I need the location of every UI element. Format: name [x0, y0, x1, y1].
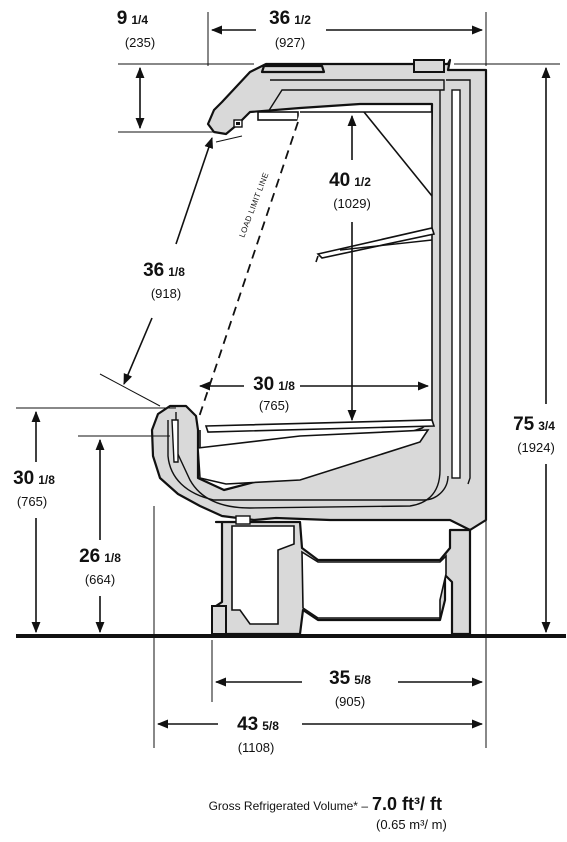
dim-opening-frac: 1/8: [168, 265, 185, 279]
dim-front-height-frac: 1/8: [38, 473, 55, 487]
front-bumper-inner: [167, 420, 449, 501]
rear-duct: [446, 79, 471, 485]
dim-overall-depth-metric: (1108): [238, 740, 275, 755]
dim-base-depth-metric: (905): [335, 694, 365, 709]
dim-opening-line-lower: [123, 317, 153, 386]
svg-text:401/2: 40 1/2: [329, 170, 371, 191]
svg-text:301/8: 30 1/8: [253, 374, 295, 395]
dim-deck-height-frac: 1/8: [104, 551, 121, 565]
dim-overall-depth-whole: 43: [237, 714, 258, 735]
dim-deck-depth-frac: 1/8: [278, 379, 295, 393]
svg-text:435/8: 43 5/8: [237, 714, 279, 735]
dim-shelf-clear-metric: (1029): [333, 196, 371, 211]
dim-opening-line-upper: [175, 136, 214, 245]
dim-front-height-whole: 30: [13, 468, 34, 489]
dim-overall-depth: 43 5/8 (1108): [237, 714, 279, 755]
gross-volume: Gross Refrigerated Volume* – 7.0 ft³/ ft…: [209, 794, 447, 832]
dim-deck-height-metric: (664): [85, 572, 115, 587]
svg-text:261/8: 26 1/8: [79, 546, 121, 567]
dim-total-height-whole: 75: [513, 414, 535, 435]
dim-opening-metric: (918): [151, 286, 181, 301]
rear-light-strip: [451, 89, 461, 479]
dim-total-height-metric: (1924): [517, 440, 555, 455]
dim-total-height-frac: 3/4: [538, 419, 555, 433]
dim-front-height: 30 1/8 (765): [13, 468, 55, 509]
deck-shelf: [204, 419, 436, 433]
gross-volume-label: Gross Refrigerated Volume* –: [209, 799, 369, 813]
dim-deck-height-whole: 26: [79, 546, 100, 567]
shelf-bracket: [339, 239, 433, 251]
dim-top-width: 36 1/2 (927): [269, 8, 311, 50]
rear-duct-inner: [175, 90, 441, 509]
dim-deck-depth: 30 1/8 (765): [253, 374, 295, 413]
gross-volume-metric: (0.65 m³/ m): [376, 817, 447, 832]
dim-top-overhang-metric: (235): [125, 35, 155, 50]
dim-base-depth-frac: 5/8: [354, 673, 371, 687]
svg-text:753/4: 753/4: [513, 414, 555, 435]
dim-opening-whole: 36: [143, 260, 164, 281]
dim-shelf-clear: 40 1/2 (1029): [329, 170, 371, 211]
gross-volume-value: 7.0 ft³/ ft: [372, 794, 442, 814]
upper-shelf: [316, 227, 436, 259]
display-case: [150, 58, 488, 636]
deck-pan: [197, 429, 430, 485]
leg-front: [231, 525, 295, 625]
svg-text:361/8: 36 1/8: [143, 260, 185, 281]
front-bumper-face: [171, 419, 179, 463]
top-vent: [413, 59, 445, 73]
svg-text:361/2: 36 1/2: [269, 8, 311, 29]
dim-deck-height: 26 1/8 (664): [79, 546, 121, 587]
dim-shelf-clear-frac: 1/2: [354, 175, 371, 189]
light-fixture: [257, 111, 299, 121]
dim-top-width-metric: (927): [275, 35, 305, 50]
dim-overall-depth-frac: 5/8: [262, 719, 279, 733]
base-foot-left: [211, 605, 227, 635]
svg-text:91/4: 91/4: [117, 8, 149, 29]
canopy-top: [260, 64, 326, 74]
air-guide: [363, 111, 433, 197]
dim-opening: 36 1/8 (918): [143, 260, 185, 301]
drain-pan: [301, 550, 447, 619]
dim-top-overhang-whole: 9: [117, 8, 128, 29]
load-limit-line: [197, 121, 299, 421]
dim-top-width-whole: 36: [269, 8, 290, 29]
base-bolt: [235, 515, 251, 525]
dim-deck-depth-metric: (765): [259, 398, 289, 413]
dim-deck-depth-whole: 30: [253, 374, 274, 395]
dim-shelf-clear-whole: 40: [329, 170, 350, 191]
dim-front-height-metric: (765): [17, 494, 47, 509]
canopy-inner: [267, 79, 445, 113]
dim-top-width-frac: 1/2: [294, 13, 311, 27]
svg-text:355/8: 355/8: [329, 668, 371, 689]
dim-top-overhang-frac: 1/4: [131, 13, 148, 27]
dim-base-depth-whole: 35: [329, 668, 351, 689]
svg-text:301/8: 30 1/8: [13, 468, 55, 489]
